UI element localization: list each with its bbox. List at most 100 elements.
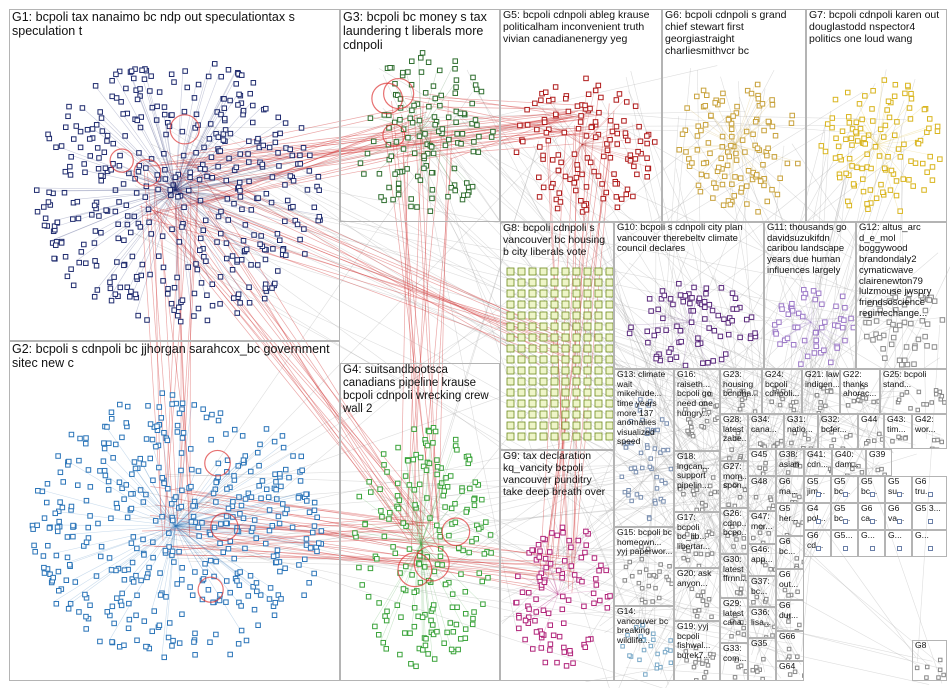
group-g32[interactable]: G32: bcfer... xyxy=(818,414,858,449)
group-g30[interactable]: G30: latest ffrnn... xyxy=(720,554,748,598)
small-group-label: G5 bc... xyxy=(861,476,878,496)
group-g19[interactable]: G19: yyj bcpoli fishwal... burek7... xyxy=(674,621,720,681)
group-g28[interactable]: G28: latest zabe... xyxy=(720,414,748,461)
group-label-g10: G10: bcpoli s cdnpoli city plan vancouve… xyxy=(617,222,743,255)
small-group-nodes xyxy=(870,492,875,497)
group-g46-nodes xyxy=(760,559,775,572)
group-g18[interactable]: G18: lngcan... support pipelin... xyxy=(674,451,720,512)
small-group-cell[interactable]: G4 pol... xyxy=(804,503,831,530)
small-group-label: G5 3... xyxy=(915,503,941,513)
group-g35[interactable]: G35 xyxy=(748,638,776,681)
small-group-cell[interactable]: G5... xyxy=(831,530,858,557)
group-g45[interactable]: G45 xyxy=(748,449,776,476)
group-g37[interactable]: G37: bc... xyxy=(748,576,776,607)
small-group-cell[interactable]: G5 bc... xyxy=(831,476,858,503)
group-label-g7: G7: bcpoli cdnpoli karen out douglastodd… xyxy=(809,9,940,45)
group-g36-nodes xyxy=(763,622,775,637)
group-g4-nodes xyxy=(352,425,494,670)
group-g13-nodes xyxy=(619,397,673,521)
group-g7-nodes xyxy=(818,77,943,214)
group-g5[interactable]: G5: bcpoli cdnpoli ableg krause politica… xyxy=(500,9,662,222)
small-group-cell[interactable]: G5 3... xyxy=(912,503,947,530)
group-g14[interactable]: G14: vancouver bc breaking wildlife... xyxy=(614,606,674,681)
group-g12[interactable]: G12: altus_arc d_e_mol boggywood brandon… xyxy=(856,222,947,369)
group-g11[interactable]: G11: thousands go davidsuzukifdn caribou… xyxy=(764,222,856,369)
group-g31[interactable]: G31: natio... xyxy=(784,414,818,449)
group-label-g6b: G6 ma... xyxy=(779,476,799,496)
group-label-g47: G47: mor... xyxy=(751,511,773,531)
group-g2[interactable]: G2: bcpoli s cdnpoli bc jjhorgan sarahco… xyxy=(9,341,340,681)
group-g17[interactable]: G17: bcpoli bc_lib... libertar... xyxy=(674,512,720,568)
small-group-cell[interactable]: G6 tru... xyxy=(912,476,947,503)
group-g25[interactable]: G25: bcpoli stand... xyxy=(880,369,947,414)
group-g27-nodes xyxy=(724,476,747,507)
group-g6b[interactable]: G6 ma... xyxy=(776,476,804,503)
group-g42[interactable]: G42: wor... xyxy=(912,414,947,449)
group-g24-nodes xyxy=(769,386,799,413)
group-g26[interactable]: G26: cdnp... bcpo... xyxy=(720,508,748,554)
group-g8b-nodes xyxy=(914,657,946,680)
group-label-g2: G2: bcpoli s cdnpoli bc jjhorgan sarahco… xyxy=(12,342,330,371)
group-g48[interactable]: G48 xyxy=(748,476,776,511)
group-g20[interactable]: G20: ask anyon... xyxy=(674,568,720,621)
group-g44[interactable]: G44 xyxy=(858,414,884,449)
group-g27[interactable]: G27: mom... spon... xyxy=(720,461,748,508)
group-label-g4: G4: suitsandbootsca canadians pipeline k… xyxy=(343,364,489,415)
small-group-cell[interactable]: G... xyxy=(858,530,885,557)
group-g21[interactable]: G21: law indigen... xyxy=(802,369,840,414)
small-group-cell[interactable]: G6 va... xyxy=(885,503,912,530)
group-g6e[interactable]: G6 dur... xyxy=(776,600,804,631)
group-label-g18: G18: lngcan... support pipelin... xyxy=(677,451,710,490)
group-g23[interactable]: G23: housing bcnpha... xyxy=(720,369,762,414)
small-group-cell[interactable]: G6 cd... xyxy=(804,530,831,557)
small-group-cell[interactable]: G5 jim... xyxy=(804,476,831,503)
group-g24[interactable]: G24: bcpoli cdnpoli... xyxy=(762,369,802,414)
group-g10[interactable]: G10: bcpoli s cdnpoli city plan vancouve… xyxy=(614,222,764,369)
group-g46[interactable]: G46: app... xyxy=(748,544,776,576)
group-g44-nodes xyxy=(864,431,883,446)
small-group-nodes xyxy=(870,546,875,551)
group-g5b[interactable]: G5 her... xyxy=(776,503,804,536)
group-label-g31: G31: natio... xyxy=(787,414,813,434)
group-g6[interactable]: G6: bcpoli cdnpoli s grand chief stewart… xyxy=(662,9,806,222)
group-g13[interactable]: G13: climate wait mikehude... time years… xyxy=(614,369,674,527)
group-g1-nodes xyxy=(33,61,323,325)
group-g6c[interactable]: G6 bc... xyxy=(776,536,804,569)
group-g34[interactable]: G34: cana... xyxy=(748,414,784,449)
group-g20-nodes xyxy=(689,586,714,620)
small-group-cell[interactable]: G5 su... xyxy=(885,476,912,503)
small-group-cell[interactable]: G6 ca... xyxy=(858,503,885,530)
small-group-cell[interactable]: G... xyxy=(912,530,947,557)
group-g22-nodes xyxy=(845,384,879,408)
group-g16[interactable]: G16: raiseth... bcpoli go need one hungr… xyxy=(674,369,720,451)
small-group-cell[interactable]: G... xyxy=(885,530,912,557)
group-g8[interactable]: G8: bcpoli cdnpoli s vancouver bc housin… xyxy=(500,222,614,450)
group-g29[interactable]: G29: latest cana... xyxy=(720,598,748,643)
group-g22[interactable]: G22: thanks ahorac... xyxy=(840,369,880,414)
group-g36[interactable]: G36: lisa... xyxy=(748,607,776,638)
group-label-g23: G23: housing bcnpha... xyxy=(723,369,759,399)
group-g3[interactable]: G3: bcpoli bc money s tax laundering t l… xyxy=(340,9,500,222)
group-g43[interactable]: G43: tim... xyxy=(884,414,912,449)
group-g15[interactable]: G15: bcpoli bc homeown... yyj paperwor..… xyxy=(614,527,674,606)
group-g38[interactable]: G38: asian xyxy=(776,449,804,476)
group-g6d[interactable]: G6 out... xyxy=(776,569,804,600)
group-g8b[interactable]: G8 xyxy=(912,640,947,681)
group-g40[interactable]: G40: dam... xyxy=(832,449,866,476)
group-g64[interactable]: G64 xyxy=(776,661,804,681)
small-group-cell[interactable]: G5 bc... xyxy=(858,476,885,503)
small-group-nodes xyxy=(897,492,902,497)
group-g41[interactable]: G41: cdn... xyxy=(804,449,832,476)
group-g39[interactable]: G39 xyxy=(866,449,892,476)
group-g7[interactable]: G7: bcpoli cdnpoli karen out douglastodd… xyxy=(806,9,947,222)
group-g6e-nodes xyxy=(786,614,802,630)
group-g9[interactable]: G9: tax declaration kq_vancity bcpoli va… xyxy=(500,450,614,681)
group-g1[interactable]: G1: bcpoli tax nanaimo bc ndp out specul… xyxy=(9,9,340,341)
small-group-cell[interactable]: G5 bc... xyxy=(831,503,858,530)
group-g47[interactable]: G47: mor... xyxy=(748,511,776,544)
small-group-nodes xyxy=(897,519,902,524)
group-g4[interactable]: G4: suitsandbootsca canadians pipeline k… xyxy=(340,363,500,681)
group-g33[interactable]: G33: com... xyxy=(720,643,748,681)
group-g66[interactable]: G66 xyxy=(776,631,804,661)
group-g39-nodes xyxy=(875,466,887,475)
